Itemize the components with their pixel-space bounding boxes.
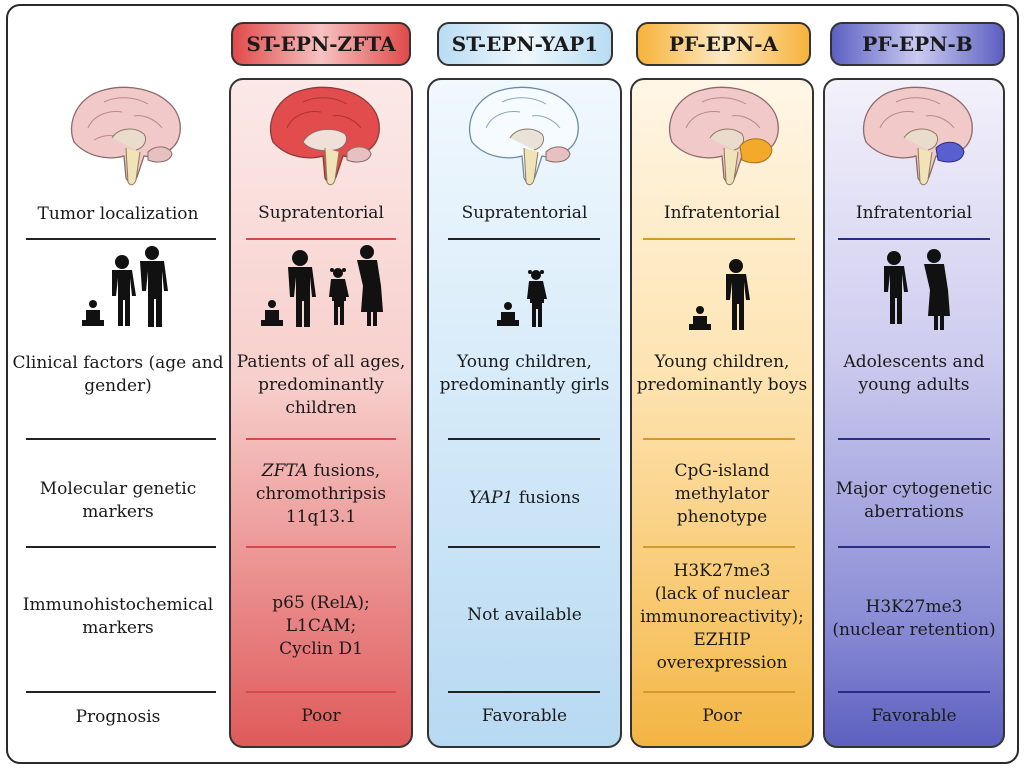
immuno-pf-a-line1: H3K27me3: [673, 561, 771, 581]
brain-icon-label: [70, 86, 181, 186]
divider: [838, 438, 990, 440]
header-st-epn-yap1: ST-EPN-YAP1: [437, 22, 613, 66]
immuno-yap1: Not available: [467, 605, 582, 625]
divider: [26, 238, 216, 240]
divider: [448, 438, 600, 440]
molecular-zfta-gene: ZFTA: [261, 461, 309, 481]
divider: [448, 546, 600, 548]
divider: [26, 438, 216, 440]
column-pf-epn-b: [823, 78, 1005, 748]
localization-yap1: Supratentorial: [461, 203, 588, 223]
molecular-pf-b: Major cytogenetic aberrations: [835, 479, 993, 522]
immuno-zfta-line1: p65 (RelA);: [272, 593, 370, 613]
divider: [643, 238, 795, 240]
molecular-pf-a: CpG-island methylator phenotype: [674, 461, 770, 527]
divider: [643, 546, 795, 548]
people-silhouettes-zfta: [261, 245, 383, 327]
immuno-pf-a: H3K27me3 (lack of nuclear immunoreactivi…: [634, 560, 810, 675]
header-pf-epn-b: PF-EPN-B: [830, 22, 1005, 66]
molecular-yap1-gene: YAP1: [468, 488, 514, 508]
people-silhouettes-yap1: [497, 270, 547, 327]
localization-zfta: Supratentorial: [258, 203, 384, 223]
header-pf-epn-a: PF-EPN-A: [636, 22, 811, 66]
clinical-zfta: Patients of all ages, predominantly chil…: [236, 352, 406, 418]
people-silhouettes-label: [82, 246, 168, 327]
clinical-pf-b: Adolescents and young adults: [843, 352, 985, 395]
divider: [26, 546, 216, 548]
clinical-pf-a: Young children, predominantly boys: [636, 352, 808, 395]
clinical-yap1: Young children, predominantly girls: [439, 352, 610, 395]
people-silhouettes-pf-b: [884, 249, 950, 330]
brain-icon-pf-b: [862, 86, 973, 186]
molecular-zfta: ZFTA fusions, chromothripsis 11q13.1: [236, 460, 406, 529]
immuno-pf-a-line2: (lack of nuclear: [654, 583, 790, 604]
divider: [448, 691, 600, 693]
brain-icon-zfta: [269, 86, 380, 186]
divider: [246, 438, 396, 440]
divider: [838, 238, 990, 240]
molecular-zfta-fusions: fusions,: [308, 461, 381, 481]
divider: [838, 691, 990, 693]
row-label-prognosis: Prognosis: [75, 707, 161, 727]
molecular-yap1: YAP1 fusions: [434, 487, 615, 510]
column-st-epn-zfta: [229, 78, 413, 748]
prognosis-yap1: Favorable: [481, 706, 568, 726]
molecular-zfta-line2: chromothripsis: [255, 483, 387, 504]
localization-pf-b: Infratentorial: [855, 203, 973, 223]
row-label-immuno: Immunohistochemical markers: [22, 595, 214, 638]
divider: [26, 691, 216, 693]
divider: [448, 238, 600, 240]
molecular-zfta-line3: 11q13.1: [285, 506, 357, 527]
immuno-zfta-line2: L1CAM;: [285, 615, 357, 636]
immuno-pf-b: H3K27me3 (nuclear retention): [830, 596, 998, 642]
prognosis-pf-a: Poor: [702, 706, 742, 726]
column-st-epn-yap1: [427, 78, 622, 748]
immuno-zfta-line3: Cyclin D1: [279, 638, 363, 659]
divider: [246, 546, 396, 548]
immuno-zfta: p65 (RelA); L1CAM; Cyclin D1: [236, 592, 406, 661]
immuno-pf-a-line4: EZHIP: [693, 629, 751, 650]
header-st-epn-zfta: ST-EPN-ZFTA: [231, 22, 411, 66]
divider: [643, 438, 795, 440]
immuno-pf-b-line1: H3K27me3: [865, 597, 963, 617]
divider: [246, 238, 396, 240]
molecular-yap1-fusions: fusions: [513, 488, 581, 508]
divider: [643, 691, 795, 693]
prognosis-zfta: Poor: [301, 706, 341, 726]
people-silhouettes-pf-a: [689, 259, 750, 330]
prognosis-pf-b: Favorable: [871, 706, 957, 726]
immuno-pf-a-line5: overexpression: [656, 652, 788, 673]
divider: [838, 546, 990, 548]
divider: [246, 691, 396, 693]
localization-pf-a: Infratentorial: [663, 203, 781, 223]
brain-icon-pf-a: [668, 86, 779, 186]
brain-icon-yap1: [468, 86, 579, 186]
immuno-pf-b-line2: (nuclear retention): [832, 619, 996, 640]
row-label-localization: Tumor localization: [37, 204, 199, 224]
immuno-pf-a-line3: immunoreactivity);: [640, 606, 804, 627]
column-pf-epn-a: [630, 78, 814, 748]
row-label-clinical: Clinical factors (age and gender): [12, 353, 224, 396]
row-label-molecular: Molecular genetic markers: [39, 479, 197, 522]
